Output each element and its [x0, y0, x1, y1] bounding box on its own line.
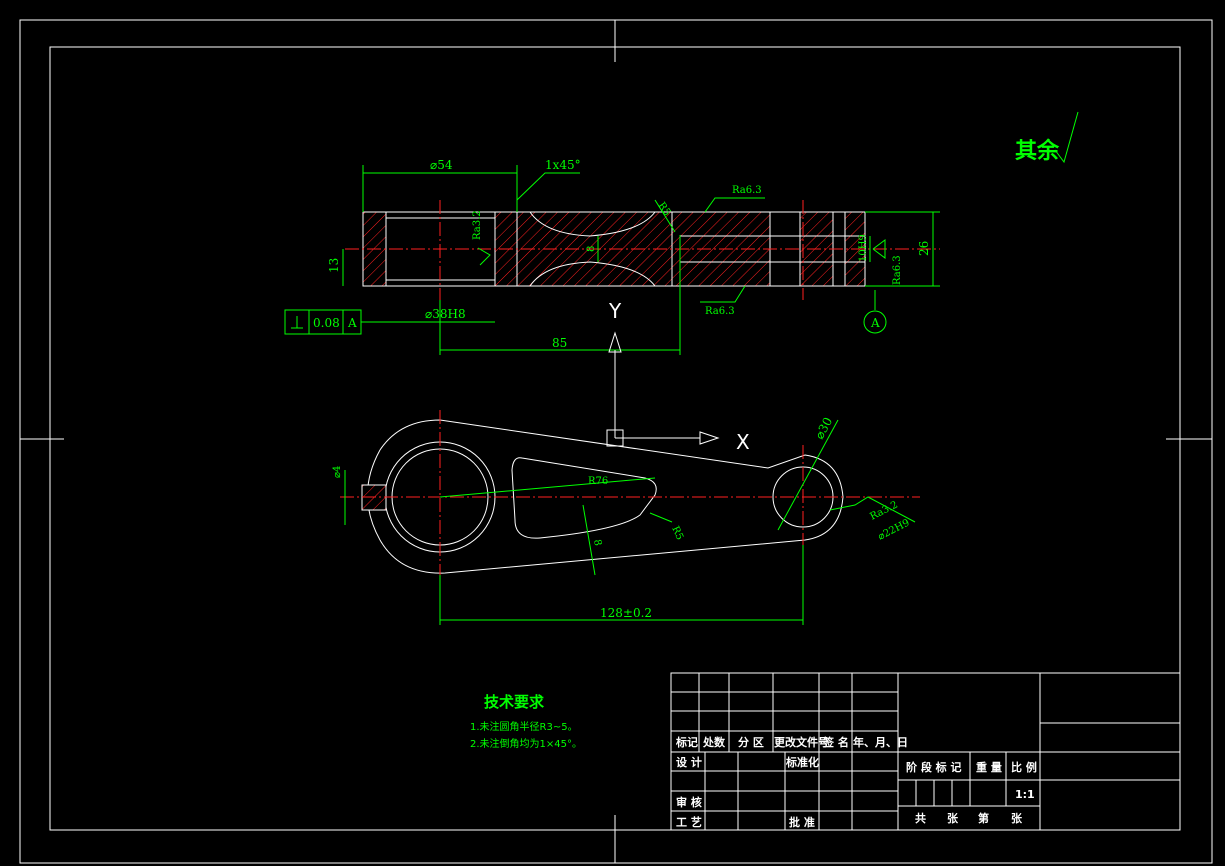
tb-header-zone: 分 区 [738, 735, 764, 749]
tb-stage-mark: 阶 段 标 记 [906, 760, 962, 774]
tb-standardize: 标准化 [785, 755, 819, 769]
tb-row-design: 设 计 [676, 755, 702, 769]
dim-ra-right: Ra6.3 [892, 255, 903, 285]
tb-header-change-doc: 更改文件号 [774, 735, 829, 749]
dim-h26: 26 [917, 241, 931, 256]
roughness-other-label: 其余 [1015, 138, 1060, 164]
flatness-datum: A [347, 316, 357, 330]
axis-y-label: Y [608, 299, 622, 323]
dim-ra-top: Ra6.3 [732, 185, 762, 196]
tb-weight: 重 量 [976, 760, 1002, 774]
tb-header-count: 处数 [702, 735, 726, 749]
section-view [345, 200, 940, 300]
dim-d4: ⌀4 [332, 466, 343, 478]
dim-rib8: 8 [591, 539, 603, 547]
roughness-other-symbol: 其余 [1015, 111, 1079, 164]
tb-sheet-no-prefix: 第 [978, 811, 989, 825]
dim-ra-bore: Ra3.2 [472, 210, 483, 240]
tb-sheets-total-suffix: 张 [947, 811, 959, 825]
dim-small-bore: ⌀22H9 [876, 518, 911, 543]
dim-r76: R76 [588, 476, 608, 487]
tb-sheets-total-prefix: 共 [915, 811, 926, 825]
dim-bore-38h8: ⌀38H8 [425, 307, 466, 321]
tb-header-date: 年、月、日 [853, 735, 908, 749]
tb-approve: 批 准 [789, 815, 815, 829]
tb-sheet-no-suffix: 张 [1011, 811, 1023, 825]
dim-d54: ⌀54 [430, 158, 453, 172]
tb-header-mark: 标记 [675, 735, 698, 749]
dim-ra-bottom: Ra6.3 [705, 306, 735, 317]
dim-chamfer: 1x45° [545, 158, 581, 172]
dim-h13: 13 [327, 258, 341, 273]
dim-85: 85 [552, 336, 567, 350]
notes-title: 技术要求 [484, 693, 545, 711]
tb-row-process: 工 艺 [676, 815, 702, 829]
tb-row-review: 审 核 [676, 795, 702, 809]
dim-r5b: R5 [669, 525, 685, 542]
plan-view [340, 410, 920, 580]
tb-scale-value: 1:1 [1015, 788, 1035, 801]
tb-scale-label: 比 例 [1011, 760, 1037, 774]
tb-header-sign: 签 名 [822, 735, 849, 749]
axis-x-label: X [736, 430, 750, 454]
note-item-1: 1.未注圆角半径R3~5。 [470, 720, 578, 733]
sheet-border [19, 19, 1213, 864]
dim-web-8: 8 [586, 246, 597, 252]
note-item-2: 2.未注倒角均为1×45°。 [470, 737, 582, 750]
datum-a-label: A [870, 316, 880, 330]
dim-10h9: 10H9 [858, 234, 869, 262]
dim-d30: ⌀30 [812, 415, 835, 441]
ucs-axis-icon: Y X [606, 299, 750, 454]
flatness-value: 0.08 [313, 316, 340, 330]
dim-center-distance: 128±0.2 [600, 606, 652, 620]
technical-requirements: 技术要求 1.未注圆角半径R3~5。 2.未注倒角均为1×45°。 [470, 693, 582, 750]
title-block: 标记 处数 分 区 更改文件号 签 名 年、月、日 设 计 审 核 工 艺 标准… [670, 672, 1181, 831]
dim-ra-small: Ra3.2 [868, 499, 899, 522]
